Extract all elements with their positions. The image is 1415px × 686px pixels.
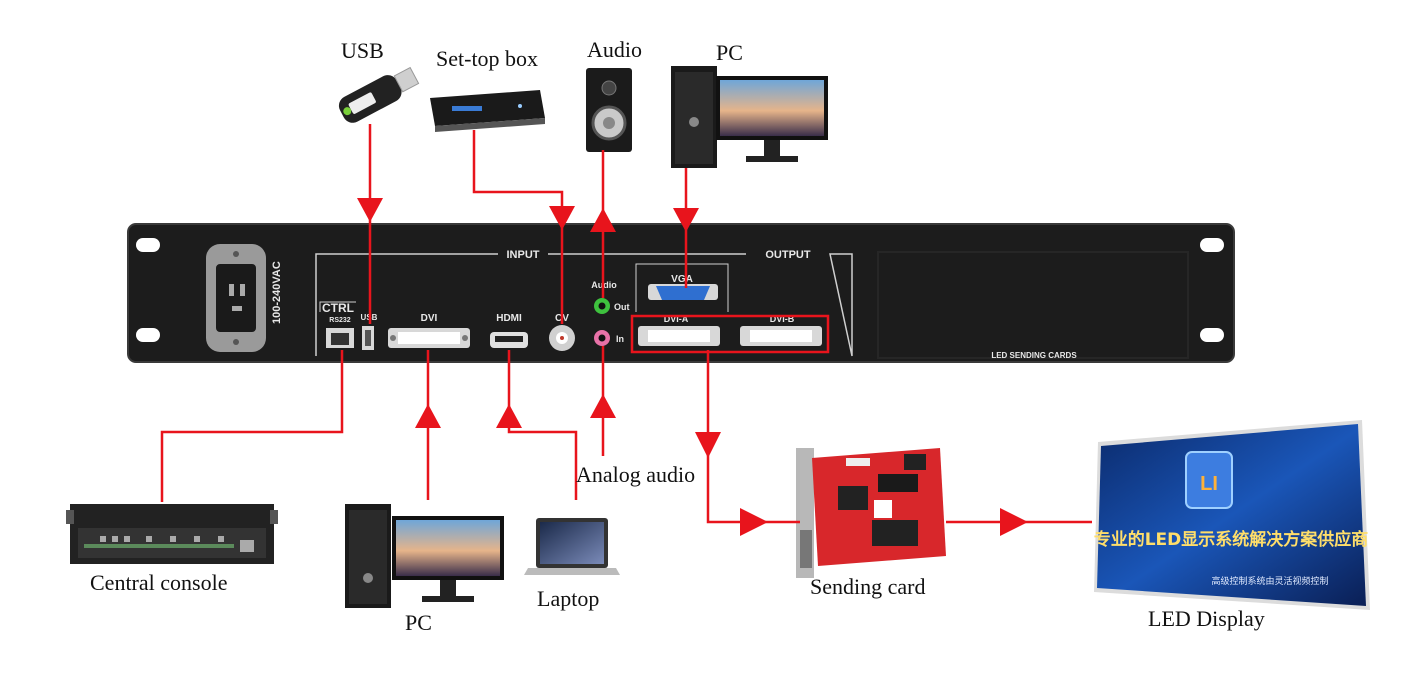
vga-label: VGA [671,274,693,285]
processor-chassis: 100-240VAC INPUT OUTPUT CTRL RS232 USB D… [127,223,1235,363]
label-usb: USB [341,38,384,63]
screen-subtitle: 高级控制系统由灵活视频控制 [1211,575,1328,587]
led-sending-cards-label: LED SENDING CARDS [991,351,1077,360]
central-console-icon [66,504,278,564]
label-laptop: Laptop [537,586,600,611]
input-label: INPUT [507,249,540,261]
label-pc-bottom: PC [405,610,432,635]
label-analog-audio: Analog audio [576,462,696,487]
label-led-display: LED Display [1148,606,1265,631]
svg-text:LI: LI [1200,473,1218,495]
speaker-icon [586,68,632,152]
arrowheads [357,198,1028,536]
dvi-label: DVI [421,313,438,324]
output-label: OUTPUT [765,249,811,261]
vga-port [656,286,710,300]
audio-in-label: In [616,334,624,344]
sending-card-icon [796,448,946,578]
screen-slogan: 专业的LED显示系统解决方案供应商 [1094,529,1369,550]
label-sending-card: Sending card [810,574,926,599]
pc-top-icon [671,66,828,168]
label-central-console: Central console [90,570,228,595]
hdmi-label: HDMI [496,313,522,324]
laptop-icon [524,518,620,575]
settop-box-icon [430,90,545,132]
power-label: 100-240VAC [271,261,283,324]
audio-out-label: Out [614,302,630,312]
dvi-a-label: DVI-A [664,314,689,324]
label-audio: Audio [587,37,642,62]
output-highlight-box [630,314,830,354]
power-socket-icon [206,244,266,352]
label-settop-box: Set-top box [436,46,539,71]
pc-bottom-icon [345,504,504,608]
ctrl-label: CTRL [322,301,354,315]
rs232-label: RS232 [329,317,351,324]
label-pc-top: PC [716,40,743,65]
usb-stick-icon [338,66,420,123]
led-display-icon: LI 专业的LED显示系统解决方案供应商 高级控制系统由灵活视频控制 [1094,420,1370,610]
dvi-b-label: DVI-B [770,314,795,324]
